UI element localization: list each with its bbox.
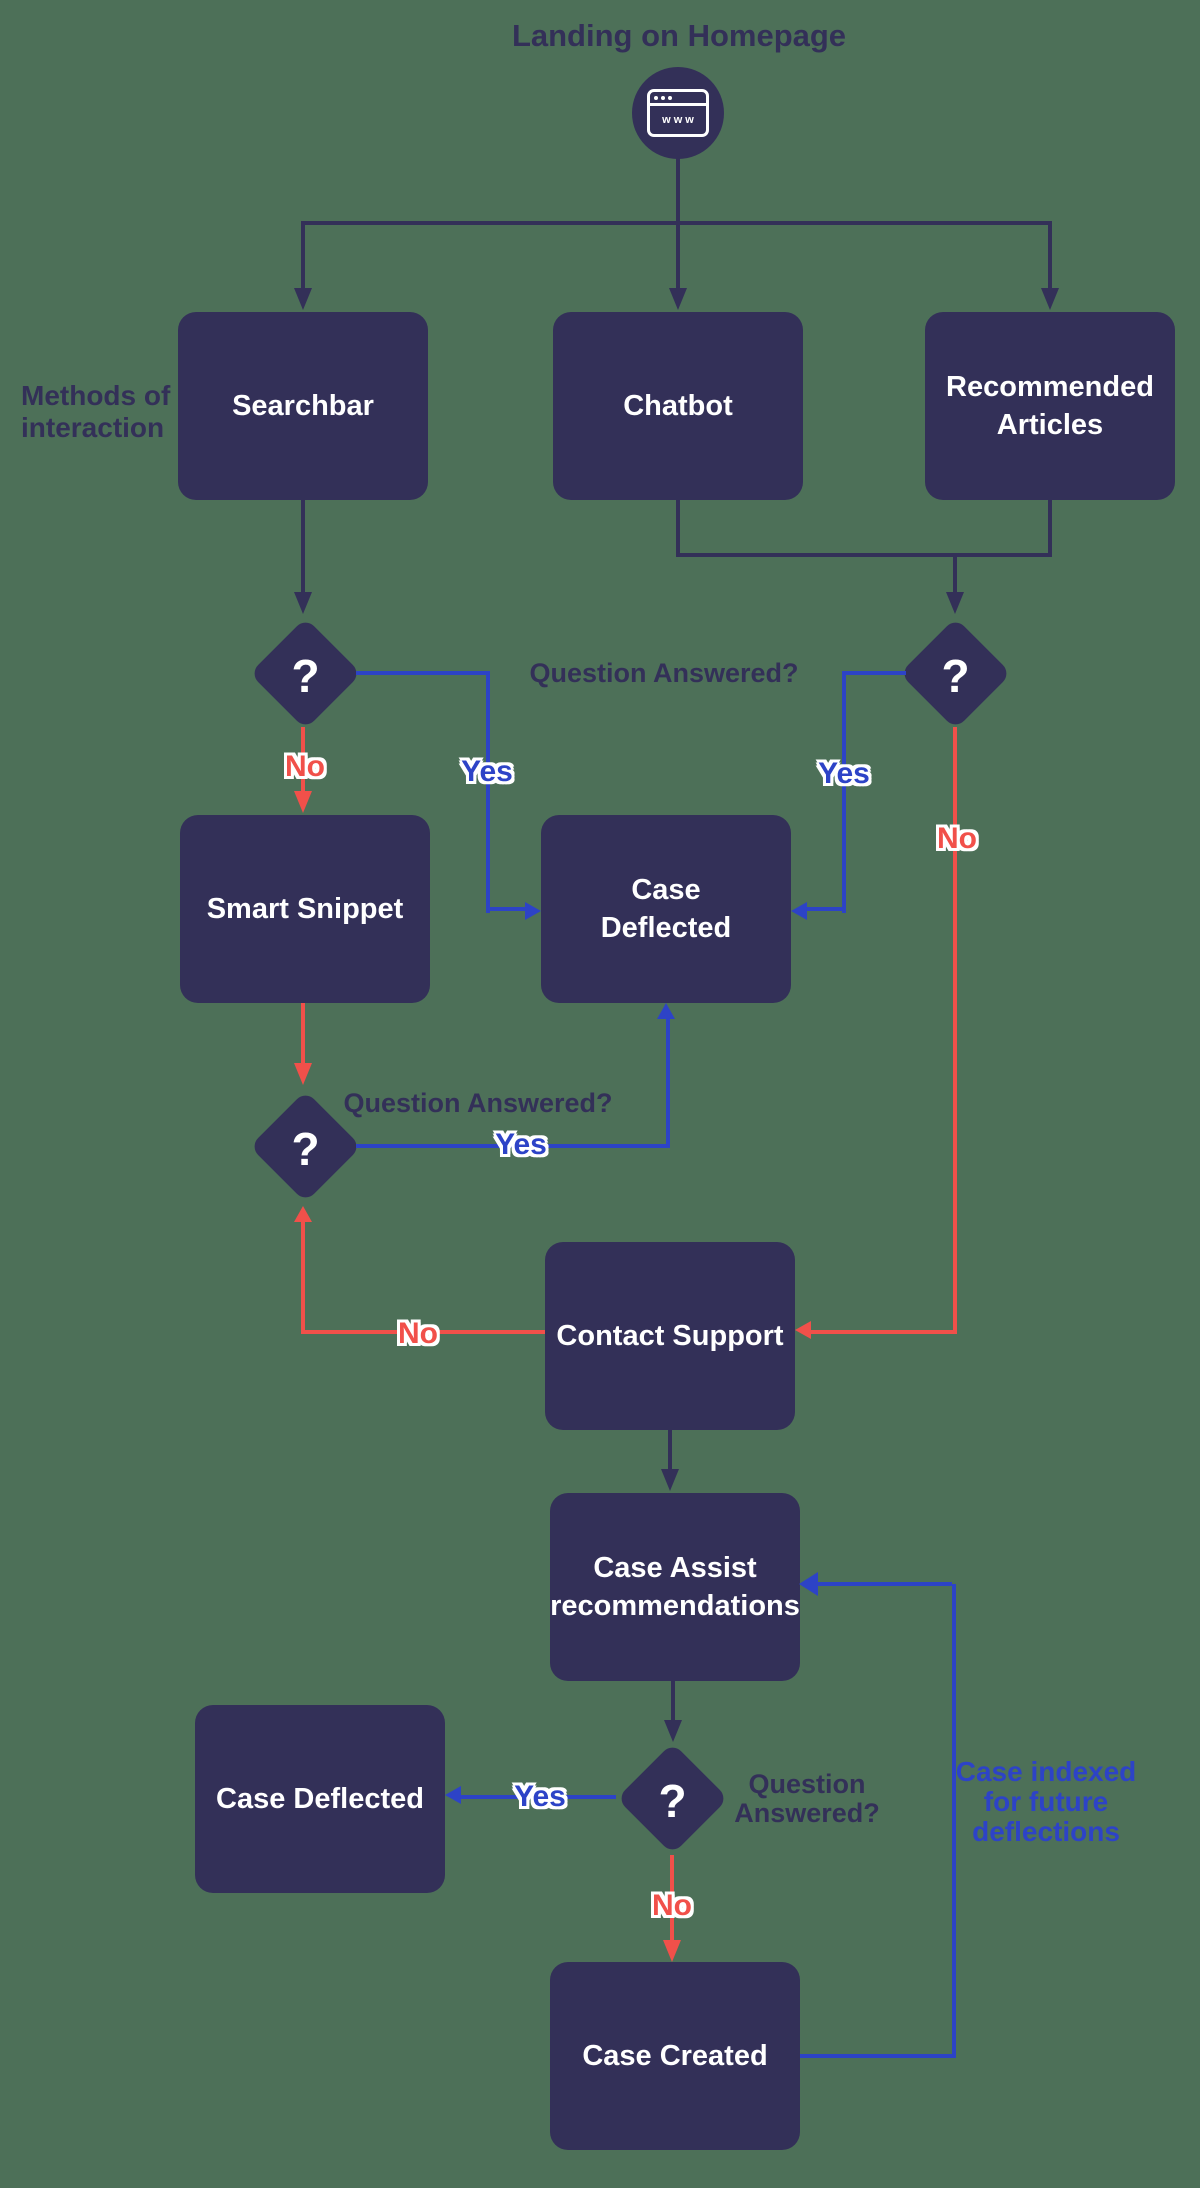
homepage-icon-circle: www — [632, 67, 724, 159]
browser-www-label: www — [662, 114, 697, 126]
line-homepage-down — [676, 158, 680, 222]
line-branch-to-recommended — [1048, 221, 1052, 288]
decision4-question-answered: ? — [616, 1742, 729, 1855]
arrowhead-into-case-assist — [661, 1469, 679, 1491]
line-decision4-yes — [461, 1795, 616, 1799]
line-smart-snippet-to-decision3 — [301, 1003, 305, 1063]
arrowhead-to-chatbot — [669, 288, 687, 310]
yes-label-bottom: Yes — [514, 1780, 566, 1813]
line-support-to-case-assist — [668, 1430, 672, 1469]
node-recommended-articles: Recommended Articles — [925, 312, 1175, 500]
node-case-deflected-mid: Case Deflected — [541, 815, 791, 1003]
yes-label-right: Yes — [818, 757, 870, 790]
line-loop-v — [952, 1584, 956, 2058]
case-indexed-note: Case indexed for future deflections — [955, 1756, 1137, 1847]
no-label-bottom: No — [652, 1889, 692, 1922]
line-branch-to-searchbar — [301, 221, 305, 288]
no-label-searchbar: No — [285, 750, 325, 783]
arrowhead-yes2-into-case-deflected — [791, 902, 807, 920]
line-decision3-yes-v — [666, 1019, 670, 1148]
decision3-question-answered: ? — [249, 1090, 362, 1203]
node-case-deflected-left: Case Deflected — [195, 1705, 445, 1893]
question-answered-label-top: Question Answered? — [529, 658, 799, 688]
arrowhead-no1-into-smart-snippet — [294, 791, 312, 813]
arrowhead-no4-into-case-created — [663, 1940, 681, 1962]
line-decision2-yes-h — [846, 671, 906, 675]
line-support-no-v — [301, 1222, 305, 1334]
line-decision2-yes-into-box — [807, 907, 846, 911]
question-answered-label-bottom: Question Answered? — [734, 1769, 880, 1828]
node-searchbar: Searchbar — [178, 312, 428, 500]
line-decision1-yes-into-box — [486, 907, 525, 911]
line-decision4-no — [670, 1855, 674, 1940]
line-decision1-yes-v — [486, 671, 490, 913]
node-smart-snippet: Smart Snippet — [180, 815, 430, 1003]
line-recommended-down — [1048, 500, 1052, 557]
line-chatbot-down — [676, 500, 680, 557]
decision4-mark: ? — [658, 1774, 687, 1827]
node-case-created: Case Created — [550, 1962, 800, 2150]
arrowhead-no2-into-contact-support — [795, 1321, 811, 1339]
line-decision1-yes-h — [356, 671, 490, 675]
line-support-no-h — [303, 1330, 545, 1334]
decision1-question-answered: ? — [249, 617, 362, 730]
arrowhead-into-decision4 — [664, 1720, 682, 1742]
line-case-assist-to-decision4 — [671, 1681, 675, 1720]
arrowhead-to-searchbar — [294, 288, 312, 310]
line-loop-bottom-h — [800, 2054, 956, 2058]
no-label-right: No — [937, 822, 977, 855]
node-contact-support: Contact Support — [545, 1242, 795, 1430]
arrowhead-no-into-decision3-bottom — [294, 1206, 312, 1222]
methods-of-interaction-label: Methods of interaction — [21, 380, 171, 443]
line-merge-to-decision2 — [953, 553, 957, 594]
arrowhead-into-decision3-top — [294, 1063, 312, 1085]
question-answered-label-mid: Question Answered? — [343, 1088, 613, 1118]
no-label-support: No — [398, 1317, 438, 1350]
arrowhead-yes3-into-case-deflected — [657, 1003, 675, 1019]
decision2-mark: ? — [941, 649, 970, 702]
line-merge-horizontal — [676, 553, 1052, 557]
arrowhead-yes1-into-case-deflected — [525, 902, 541, 920]
decision1-mark: ? — [291, 649, 320, 702]
node-chatbot: Chatbot — [553, 312, 803, 500]
arrowhead-loop-into-case-assist — [799, 1572, 818, 1596]
browser-window-icon: www — [647, 89, 709, 137]
page-title: Landing on Homepage — [511, 18, 847, 53]
line-loop-top-h — [818, 1582, 952, 1586]
yes-label-snippet: Yes — [495, 1128, 547, 1161]
node-case-assist: Case Assist recommendations — [550, 1493, 800, 1681]
arrowhead-to-recommended — [1041, 288, 1059, 310]
line-searchbar-to-decision1 — [301, 500, 305, 592]
arrowhead-to-decision2 — [946, 592, 964, 614]
yes-label-searchbar: Yes — [461, 755, 513, 788]
line-decision2-no-h — [811, 1330, 957, 1334]
arrowhead-to-decision1 — [294, 592, 312, 614]
line-branch-to-chatbot — [676, 221, 680, 288]
decision3-mark: ? — [291, 1122, 320, 1175]
browser-titlebar — [650, 92, 706, 106]
arrowhead-yes4-into-case-deflected — [445, 1786, 461, 1804]
line-decision1-no — [301, 727, 305, 791]
line-decision2-yes-v — [842, 671, 846, 913]
decision2-question-answered: ? — [899, 617, 1012, 730]
line-decision3-yes-h — [356, 1144, 670, 1148]
line-decision2-no-v — [953, 727, 957, 1334]
